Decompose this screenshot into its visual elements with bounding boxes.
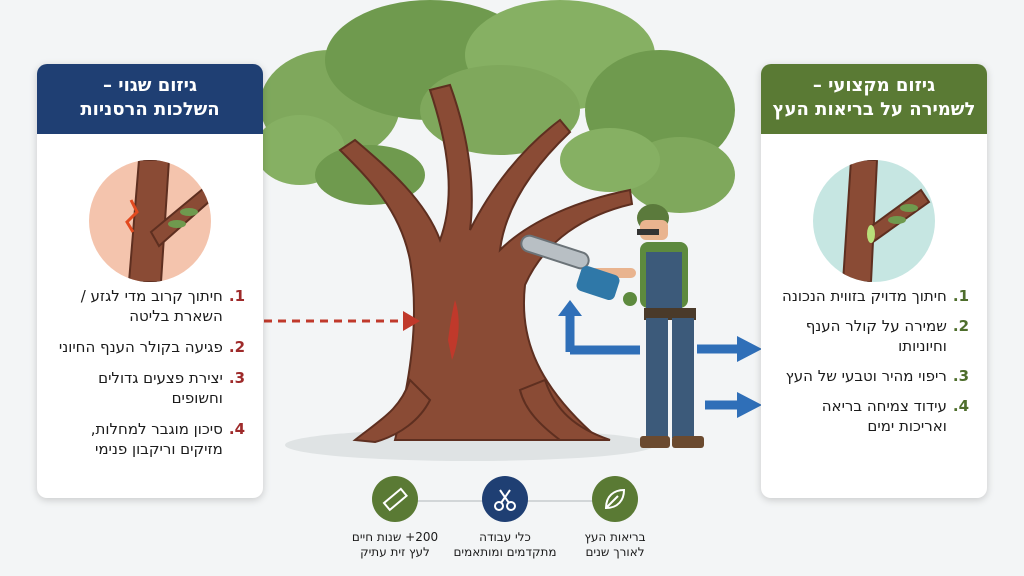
incorrect-pruning-list: 1. חיתוך קרוב מדי לגזע / השארת בליטה 2. … [51, 286, 245, 470]
feature-label: כלי עבודה מתקדמים ומותאמים [450, 530, 560, 560]
list-item-number: 2. [228, 338, 245, 356]
incorrect-pruning-title-line2: השלכות הרסניות [80, 99, 220, 120]
arborist-worker [590, 204, 704, 448]
ruler-icon [372, 476, 418, 522]
professional-pruning-header: גיזום מקצועי – לשמירה על בריאות העץ [761, 64, 987, 134]
list-item: 1. חיתוך מדויק בזווית הנכונה [775, 286, 969, 306]
list-item-text: יצירת פצעים גדולים וחשופים [98, 369, 223, 407]
list-item-number: 2. [952, 317, 969, 335]
list-item-text: חיתוך קרוב מדי לגזע / השארת בליטה [80, 287, 223, 325]
list-item: 3. יצירת פצעים גדולים וחשופים [51, 368, 245, 408]
correct-cut-illustration [813, 160, 935, 282]
list-item-text: שמירה על קולר הענף וחיוניותו [805, 317, 947, 355]
list-item: 1. חיתוך קרוב מדי לגזע / השארת בליטה [51, 286, 245, 326]
list-item-number: 1. [228, 287, 245, 305]
feature-label: בריאות העץ לאורך שנים [560, 530, 670, 560]
list-item-text: עידוד צמיחה בריאה ואריכות ימים [821, 397, 947, 435]
incorrect-pruning-header: גיזום שגוי – השלכות הרסניות [37, 64, 263, 134]
professional-pruning-title-line1: גיזום מקצועי – [812, 75, 936, 96]
feature-tree-health: בריאות העץ לאורך שנים [560, 476, 670, 560]
feature-tools: כלי עבודה מתקדמים ומותאמים [450, 476, 560, 560]
feature-lifespan: 200+ שנות חיים לעץ זית עתיק [340, 476, 450, 560]
list-item: 3. ריפוי מהיר וטבעי של העץ [775, 366, 969, 386]
correct-cut-icon [841, 160, 931, 282]
pruning-shears-icon [482, 476, 528, 522]
features-row: בריאות העץ לאורך שנים כלי עבודה מתקדמים … [340, 476, 670, 576]
tree-trunk [338, 83, 634, 444]
feature-label-line1: כלי עבודה [479, 530, 531, 544]
list-item-text: סיכון מוגבר למחלות, מזיקים וריקבון פנימי [90, 420, 223, 458]
feature-label-line2: לעץ זית עתיק [360, 545, 430, 559]
professional-pruning-card: גיזום מקצועי – לשמירה על בריאות העץ 1. ח… [761, 64, 987, 498]
feature-label: 200+ שנות חיים לעץ זית עתיק [340, 530, 450, 560]
list-item-number: 1. [952, 287, 969, 305]
chainsaw [520, 234, 620, 300]
trunk-wound [448, 300, 459, 360]
list-item: 2. שמירה על קולר הענף וחיוניותו [775, 316, 969, 356]
feature-label-line1: 200+ שנות חיים [351, 530, 439, 544]
list-item-number: 4. [952, 397, 969, 415]
tree-canopy [255, 0, 735, 213]
list-item: 4. סיכון מוגבר למחלות, מזיקים וריקבון פנ… [51, 419, 245, 459]
list-item-number: 4. [228, 420, 245, 438]
list-item: 4. עידוד צמיחה בריאה ואריכות ימים [775, 396, 969, 436]
list-item: 2. פגיעה בקולר הענף החיוני [51, 337, 245, 357]
incorrect-pruning-title-line1: גיזום שגוי – [103, 75, 197, 96]
bad-cut-icon [125, 160, 211, 282]
leaf-icon [592, 476, 638, 522]
list-item-number: 3. [228, 369, 245, 387]
list-item-number: 3. [952, 367, 969, 385]
list-item-text: פגיעה בקולר הענף החיוני [58, 338, 223, 356]
feature-label-line2: מתקדמים ומותאמים [453, 545, 557, 559]
feature-label-line2: לאורך שנים [585, 545, 645, 559]
incorrect-pruning-card: גיזום שגוי – השלכות הרסניות 1. חיתוך קרו… [37, 64, 263, 498]
list-item-text: ריפוי מהיר וטבעי של העץ [785, 367, 947, 385]
list-item-text: חיתוך מדויק בזווית הנכונה [782, 287, 947, 305]
professional-pruning-title-line2: לשמירה על בריאות העץ [772, 99, 976, 120]
feature-label-line1: בריאות העץ [584, 530, 646, 544]
professional-pruning-list: 1. חיתוך מדויק בזווית הנכונה 2. שמירה על… [775, 286, 969, 446]
bad-cut-illustration [89, 160, 211, 282]
